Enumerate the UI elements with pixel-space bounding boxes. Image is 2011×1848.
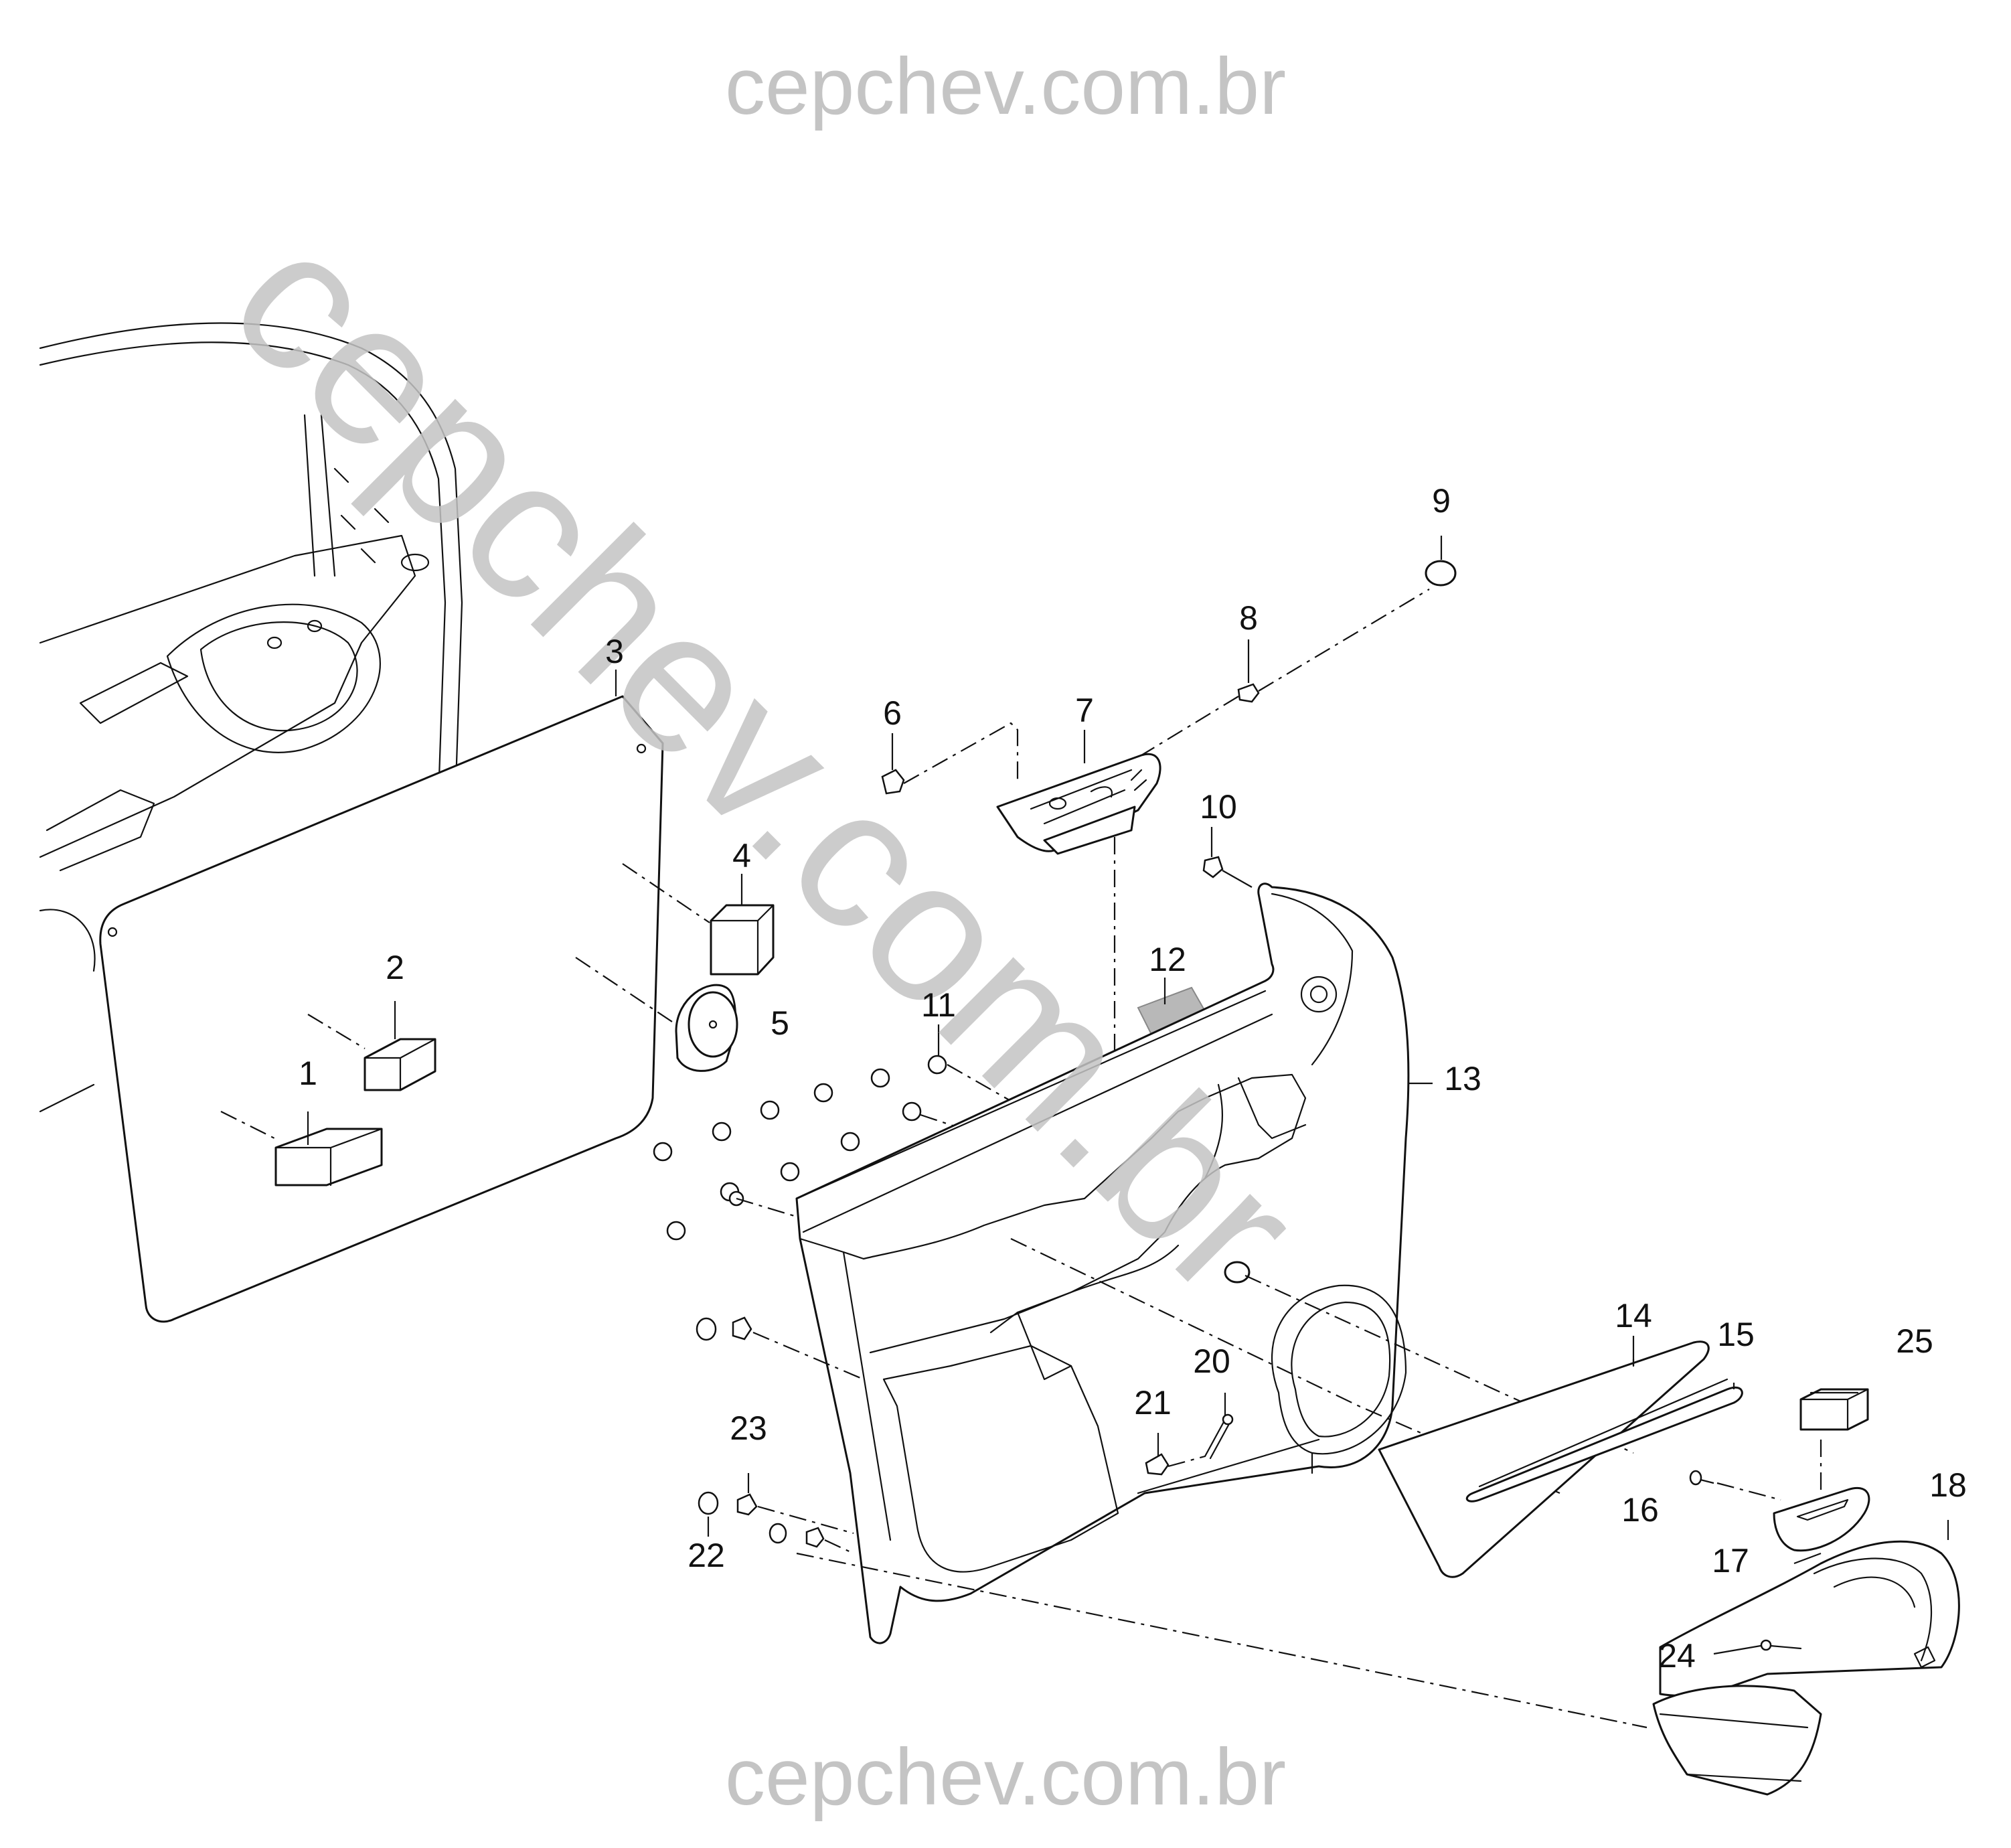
fastener-21 bbox=[1145, 1433, 1206, 1476]
water-deflector-sheet bbox=[99, 695, 664, 1323]
watermark-bottom: cepchev.com.br bbox=[725, 1732, 1286, 1822]
round-foam-5 bbox=[575, 957, 738, 1072]
sound-pad-2 bbox=[307, 1014, 436, 1091]
sound-block-4 bbox=[622, 863, 775, 976]
clips-22-23 bbox=[696, 1316, 1647, 1729]
cap-9 bbox=[1425, 560, 1457, 587]
switch-bezel-17 bbox=[1773, 1440, 1870, 1552]
screw-20 bbox=[1204, 1393, 1234, 1460]
callout-leaders bbox=[307, 536, 1949, 1565]
clip-6 bbox=[881, 722, 1019, 795]
watermark-top: cepchev.com.br bbox=[725, 42, 1286, 131]
sound-pad-1 bbox=[220, 1111, 383, 1186]
screw-16 bbox=[1689, 1470, 1781, 1501]
callout-18: 18 bbox=[1929, 1466, 1967, 1504]
callout-22: 22 bbox=[688, 1537, 725, 1574]
callout-24: 24 bbox=[1658, 1637, 1696, 1675]
door-frame bbox=[39, 322, 463, 1113]
callout-23: 23 bbox=[730, 1409, 767, 1447]
callout-3: 3 bbox=[605, 633, 624, 670]
callout-15: 15 bbox=[1717, 1316, 1755, 1353]
callout-21: 21 bbox=[1134, 1384, 1172, 1421]
callout-4: 4 bbox=[732, 837, 751, 874]
callout-25: 25 bbox=[1896, 1322, 1933, 1360]
lower-trim-18 bbox=[1652, 1540, 1960, 1796]
callout-8: 8 bbox=[1239, 599, 1258, 637]
trim-panel-13 bbox=[795, 882, 1634, 1644]
callout-9: 9 bbox=[1432, 482, 1451, 520]
callout-2: 2 bbox=[386, 949, 404, 986]
callout-5: 5 bbox=[771, 1004, 789, 1042]
callout-14: 14 bbox=[1615, 1297, 1652, 1334]
callout-12: 12 bbox=[1149, 941, 1186, 978]
callout-16: 16 bbox=[1621, 1491, 1659, 1529]
callout-labels: 1 2 3 4 5 6 7 8 9 10 11 12 13 14 15 16 1… bbox=[299, 482, 1967, 1675]
callout-10: 10 bbox=[1200, 788, 1237, 826]
callout-17: 17 bbox=[1712, 1542, 1749, 1580]
push-clip-10 bbox=[1202, 856, 1253, 888]
callout-7: 7 bbox=[1075, 692, 1094, 729]
window-switch-25 bbox=[1799, 1388, 1869, 1431]
callout-6: 6 bbox=[883, 694, 902, 732]
screw-8 bbox=[1141, 589, 1430, 756]
callout-1: 1 bbox=[299, 1055, 317, 1092]
callout-20: 20 bbox=[1193, 1342, 1230, 1380]
callout-13: 13 bbox=[1444, 1060, 1481, 1097]
armrest-strip-15 bbox=[1465, 1378, 1743, 1503]
callout-11: 11 bbox=[921, 986, 956, 1024]
